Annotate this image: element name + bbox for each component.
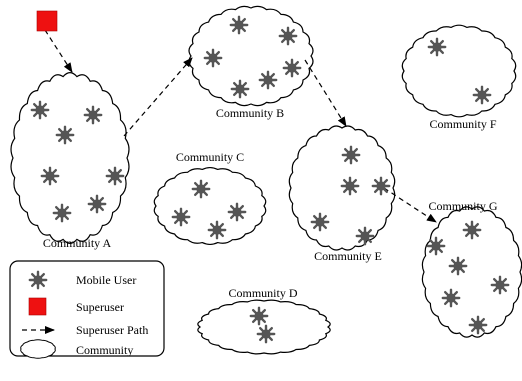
community-d-label: Community D	[228, 286, 297, 300]
legend-superuser-icon	[28, 297, 47, 316]
mobile-users-layer	[30, 15, 510, 344]
user-icon	[468, 315, 488, 335]
user-icon	[249, 306, 269, 326]
legend-community-icon	[20, 339, 56, 359]
legend-mobile-user-label: Mobile User	[76, 273, 136, 287]
user-icon	[341, 145, 361, 165]
user-icon	[371, 176, 391, 196]
user-icon	[282, 58, 302, 78]
user-icon	[40, 166, 60, 186]
user-icon	[256, 324, 276, 344]
community-a-cloud	[10, 72, 130, 244]
user-icon	[203, 48, 223, 68]
superuser-path	[44, 29, 437, 223]
path-start-to-a	[44, 29, 73, 73]
community-e-label: Community E	[314, 249, 382, 263]
superuser-square-icon	[36, 10, 58, 32]
user-icon	[230, 79, 250, 99]
user-icon	[83, 105, 103, 125]
user-icon	[490, 275, 510, 295]
user-icon	[227, 202, 247, 222]
community-c-label: Community C	[176, 150, 244, 164]
community-b-label: Community B	[216, 106, 284, 120]
legend-path-label: Superuser Path	[76, 323, 148, 337]
user-icon	[87, 194, 107, 214]
community-b-cloud	[188, 5, 314, 107]
user-icon	[448, 256, 468, 276]
user-icon	[207, 220, 227, 240]
community-f-cloud	[401, 24, 517, 118]
path-e-to-g	[383, 187, 437, 223]
user-icon	[472, 85, 492, 105]
user-icon	[340, 176, 360, 196]
community-c-cloud	[153, 166, 267, 246]
community-d-cloud	[197, 299, 331, 355]
community-g-cloud	[421, 206, 522, 338]
user-icon	[171, 207, 191, 227]
user-icon	[52, 203, 72, 223]
user-icon	[278, 26, 298, 46]
path-b-to-e	[304, 59, 347, 127]
legend: Mobile User Superuser Superuser Path Com…	[9, 260, 165, 359]
user-icon	[30, 100, 50, 120]
user-icon	[427, 37, 447, 57]
community-labels: Community A Community B Community C Comm…	[43, 106, 498, 300]
user-icon	[355, 226, 375, 246]
community-g-label: Community G	[428, 199, 497, 213]
user-icon	[55, 125, 75, 145]
user-icon	[191, 179, 211, 199]
user-icon	[462, 220, 482, 240]
legend-community-label: Community	[76, 343, 133, 357]
user-icon	[426, 236, 446, 256]
community-a-label: Community A	[43, 236, 112, 250]
user-icon	[258, 70, 278, 90]
user-icon	[105, 166, 125, 186]
legend-superuser-label: Superuser	[76, 300, 124, 314]
legend-mobile-user-icon	[28, 270, 48, 290]
user-icon	[441, 288, 461, 308]
user-icon	[229, 15, 249, 35]
community-f-label: Community F	[429, 117, 496, 131]
path-a-to-b	[123, 57, 193, 137]
user-icon	[310, 212, 330, 232]
